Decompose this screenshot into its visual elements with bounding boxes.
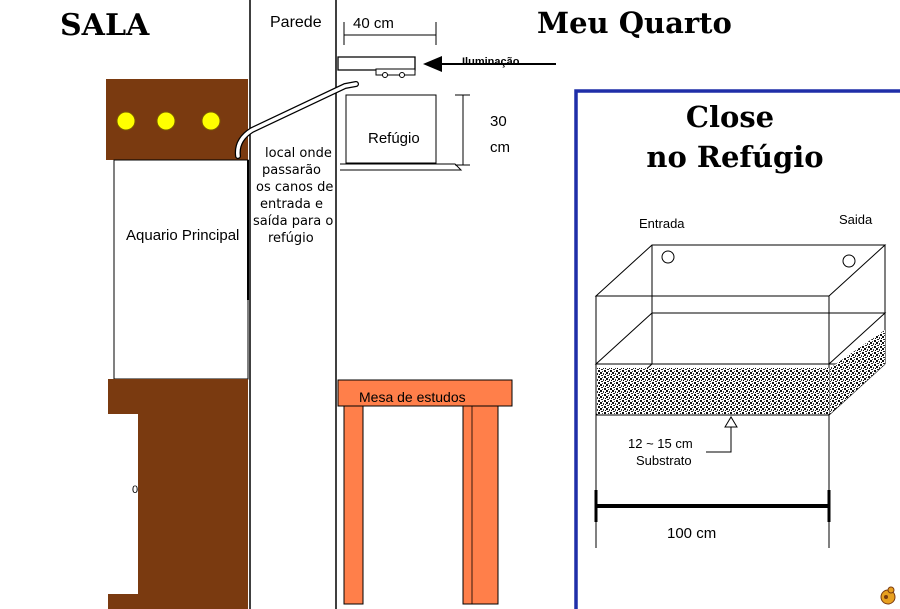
lighting-label: Iluminação bbox=[462, 56, 520, 68]
mascot-icon bbox=[880, 586, 896, 605]
substrate-depth-label: 12 ~ 15 cm bbox=[628, 436, 693, 451]
close-up-title: Close bbox=[686, 100, 774, 134]
desk-leg bbox=[462, 405, 499, 605]
refugium-width-label: 40 cm bbox=[353, 15, 394, 32]
pipe-passage-note: local onde passarão os canos de entrada … bbox=[253, 146, 337, 246]
callout-line bbox=[706, 427, 732, 453]
light-bulb-icon bbox=[382, 72, 388, 78]
outlet-label: Saida bbox=[839, 212, 873, 227]
refugium-label: Refúgio bbox=[368, 130, 420, 147]
cabinet-opening bbox=[108, 414, 138, 594]
inlet-label: Entrada bbox=[639, 216, 685, 231]
refugium-shelf bbox=[340, 163, 463, 171]
parede-heading: Parede bbox=[270, 14, 322, 31]
main-aquarium-label: Aquario Principal bbox=[126, 227, 239, 244]
main-aquarium-tank bbox=[113, 159, 249, 380]
outlet-hole bbox=[842, 254, 856, 268]
sala-heading: SALA bbox=[60, 8, 150, 43]
substrate-front bbox=[597, 368, 829, 414]
lighting-arrow-icon bbox=[423, 56, 442, 72]
desk-leg bbox=[343, 405, 364, 605]
pipe-through-wall bbox=[236, 82, 358, 158]
callout-arrow-icon bbox=[724, 416, 738, 428]
refugium-tank bbox=[345, 94, 437, 164]
study-desk-label: Mesa de estudos bbox=[359, 389, 466, 405]
lamp-icon bbox=[156, 111, 176, 131]
substrate-side bbox=[830, 330, 885, 414]
close-up-frame bbox=[574, 89, 900, 609]
study-desk-top bbox=[337, 379, 513, 407]
refugium-height-value: 30 bbox=[490, 113, 507, 130]
refugium-light-fixture bbox=[337, 56, 416, 71]
close-up-subtitle: no Refúgio bbox=[646, 140, 823, 174]
inlet-hole bbox=[661, 250, 675, 264]
cabinet-mark: 0 bbox=[132, 484, 138, 496]
meu-quarto-heading: Meu Quarto bbox=[537, 6, 732, 40]
tank-length-label: 100 cm bbox=[667, 525, 716, 542]
light-bracket bbox=[375, 68, 416, 76]
lamp-icon bbox=[116, 111, 136, 131]
light-bulb-icon bbox=[399, 72, 405, 78]
refugium-height-unit: cm bbox=[490, 139, 510, 156]
lamp-icon bbox=[201, 111, 221, 131]
substrate-label: Substrato bbox=[636, 453, 692, 468]
